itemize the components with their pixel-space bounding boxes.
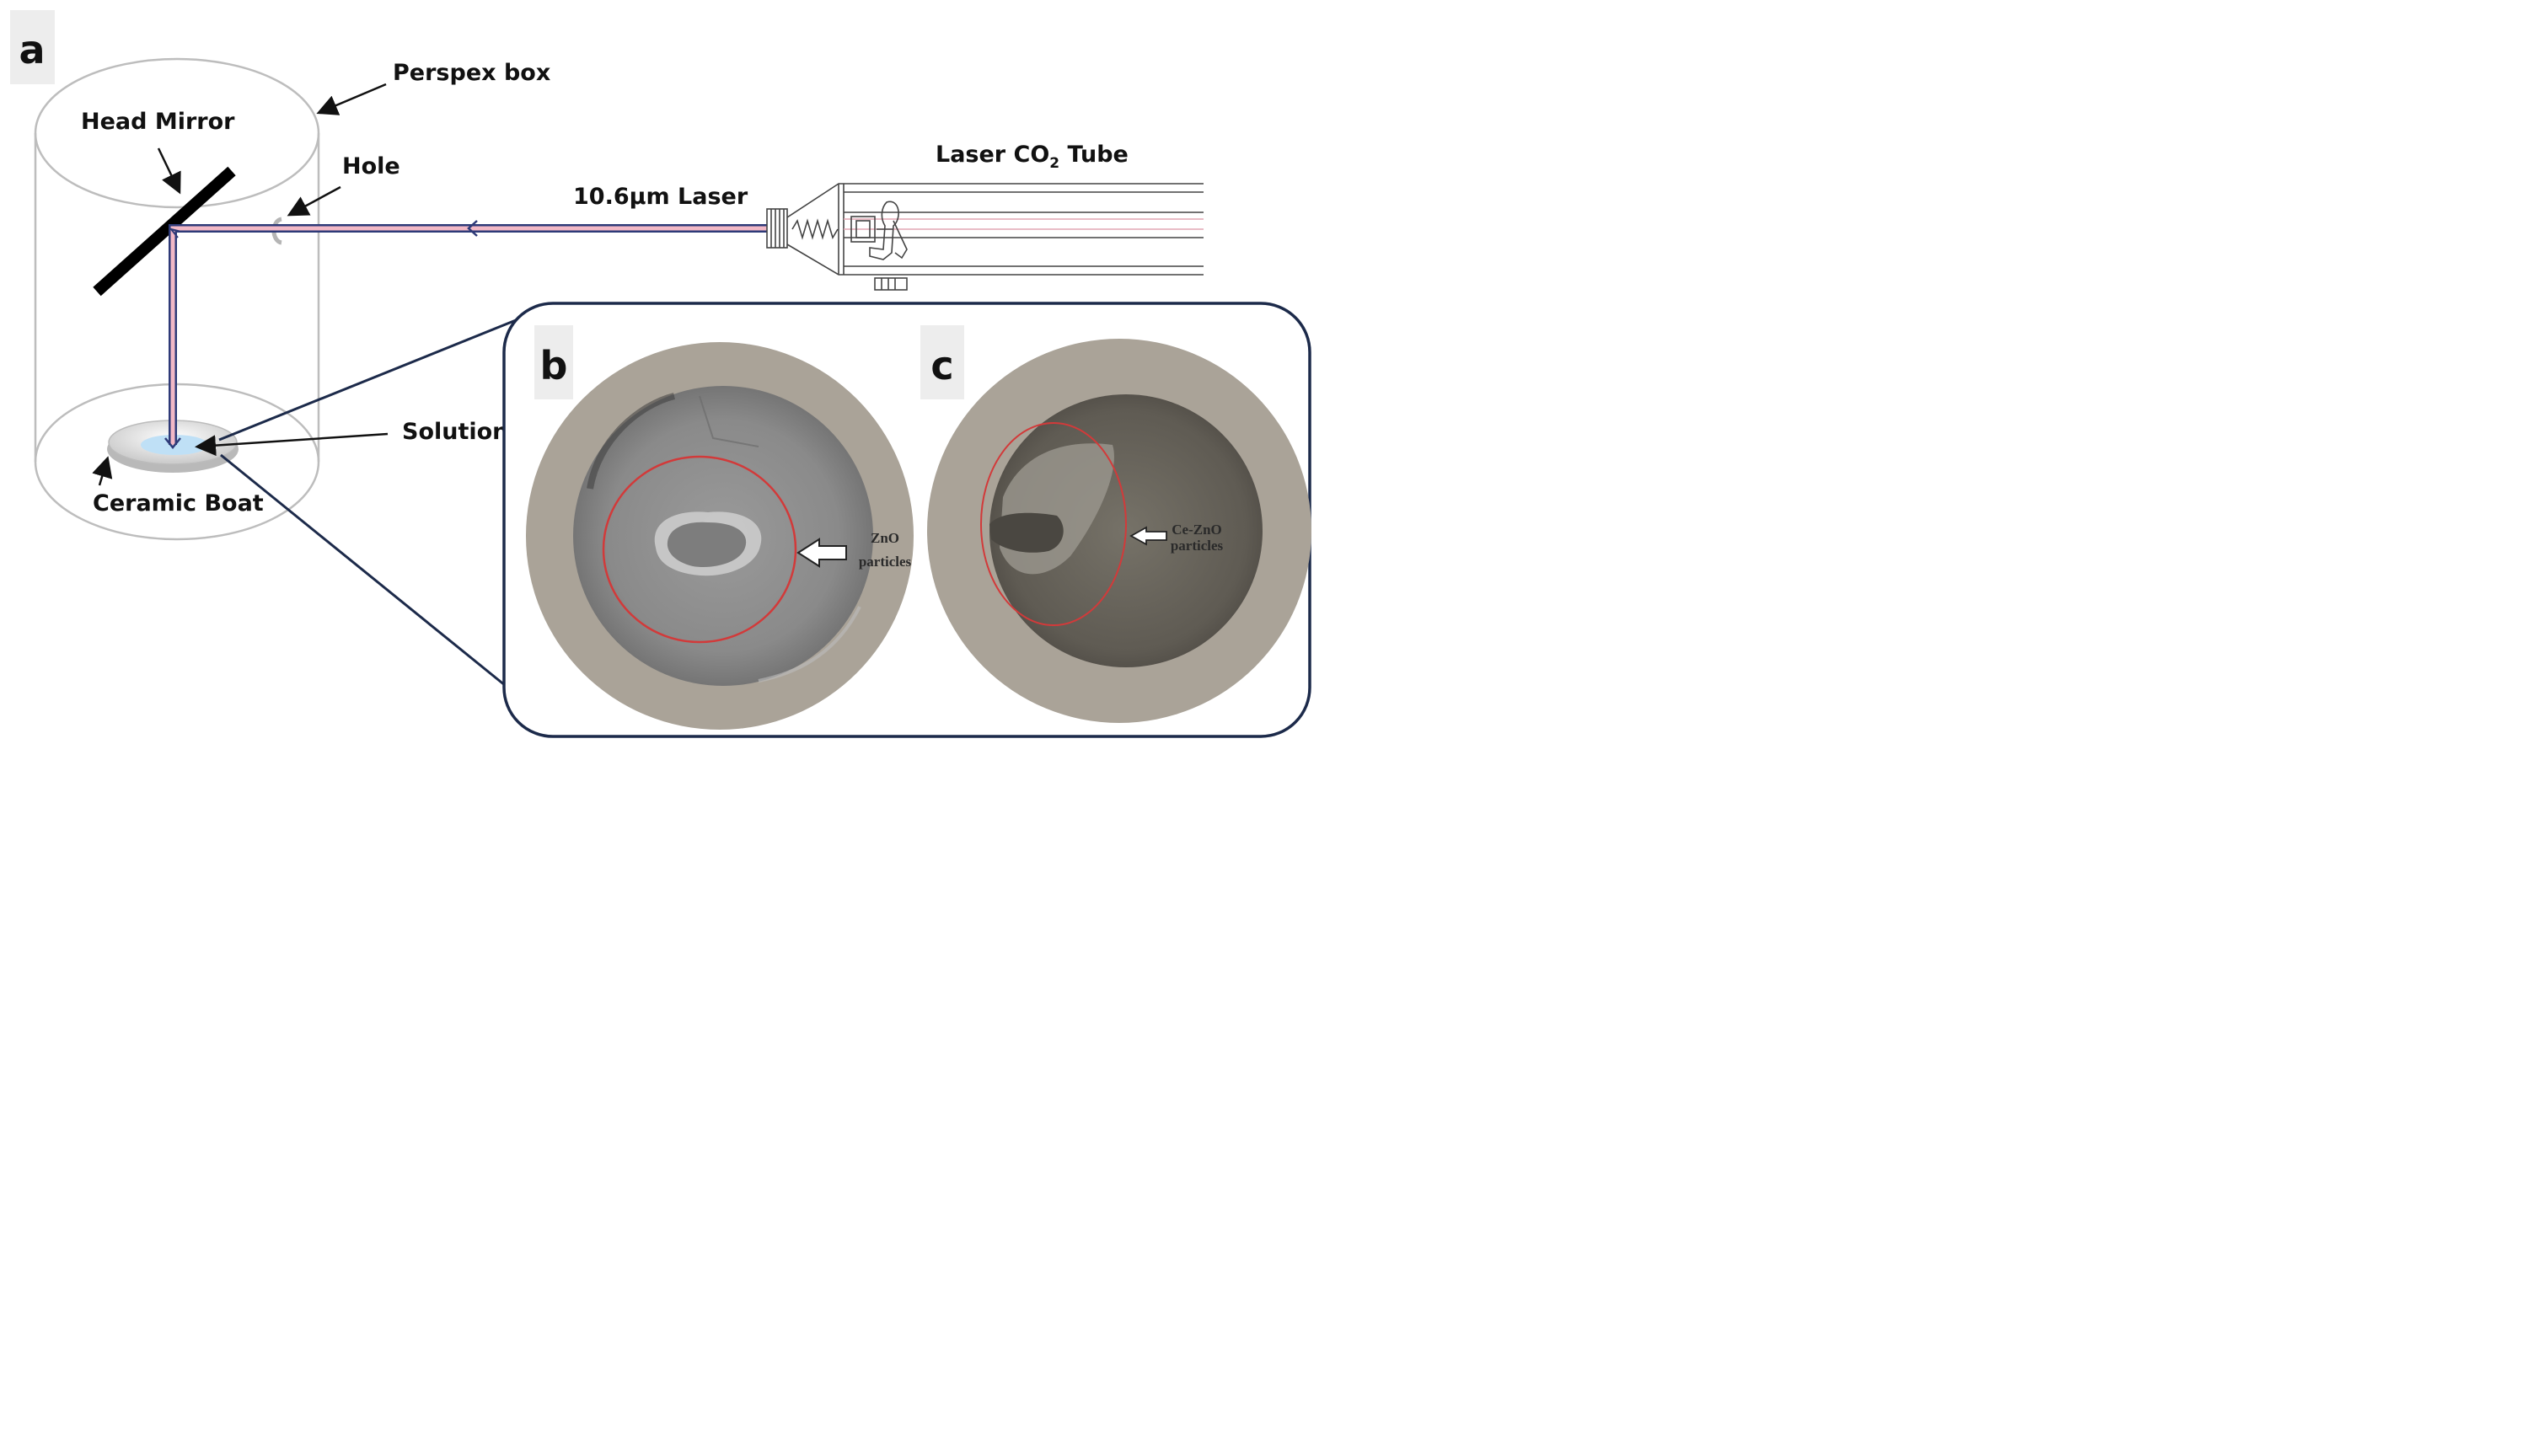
annotation-zno-line2: particles (859, 554, 912, 570)
beam-arrow-icon (467, 220, 478, 237)
panel-b-letter: b (540, 343, 568, 388)
arrow-ceramic-boat (92, 456, 113, 486)
figure-canvas: a (10, 10, 1311, 738)
laser-beam (164, 220, 767, 449)
label-laser-tube-suffix: Tube (1059, 142, 1129, 168)
beam-arrow-icon (164, 437, 181, 449)
sample-b-crater (667, 522, 747, 568)
panel-a-letter: a (19, 27, 45, 72)
arrow-hole (287, 185, 341, 217)
panel-c: Ce-ZnO particles c (920, 325, 1311, 723)
label-laser-tube: Laser CO2 Tube (936, 142, 1129, 172)
zoom-line-upper (218, 315, 525, 442)
label-laser: 10.6µm Laser (573, 184, 748, 210)
laser-tube (766, 183, 1204, 291)
beam-arrow-icon (169, 228, 182, 238)
panel-b-letter-bg (534, 325, 573, 399)
sample-c-highlight-circle (980, 422, 1127, 626)
label-laser-tube-prefix: Laser CO (936, 142, 1049, 168)
annotation-ce-zno-line1: Ce-ZnO (1172, 522, 1222, 538)
label-laser-tube-subscript: 2 (1049, 155, 1059, 172)
panel-a-letter-bg (10, 10, 55, 84)
annotation-zno-line1: ZnO (871, 530, 899, 546)
label-hole: Hole (342, 153, 400, 179)
label-perspex-box: Perspex box (393, 60, 550, 86)
panel-c-letter-bg (920, 325, 964, 399)
zoom-line-lower (220, 453, 511, 691)
annotation-ce-zno-line2: particles (1171, 538, 1224, 554)
head-mirror (93, 166, 236, 297)
panel-b: ZnO particles b (526, 325, 914, 730)
label-ceramic-boat: Ceramic Boat (93, 490, 264, 517)
sample-c-crater (989, 512, 1064, 553)
panel-c-letter: c (930, 343, 953, 388)
arrow-zno-icon (796, 538, 847, 568)
arrow-solution (195, 432, 389, 457)
arrow-head-mirror (157, 147, 181, 195)
panel-a: a (10, 10, 1204, 691)
label-head-mirror: Head Mirror (81, 109, 235, 135)
arrow-ce-zno-icon (1129, 526, 1167, 546)
sample-b-highlight-circle (602, 455, 797, 644)
label-solution: Solution (402, 419, 508, 445)
arrow-perspex-box (316, 83, 387, 115)
